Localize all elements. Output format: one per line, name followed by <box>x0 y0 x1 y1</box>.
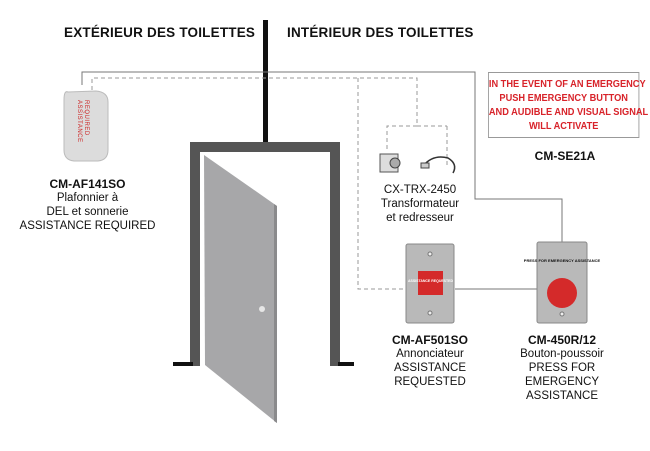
transformer-desc: Transformateur <box>380 198 460 210</box>
annunciator-face-text: ASSISTANCE REQUESTED <box>408 279 454 283</box>
light-desc: ASSISTANCE REQUIRED <box>19 220 156 232</box>
annunciator-label: CM-AF501SO Annonciateur ASSISTANCE REQUE… <box>380 333 480 389</box>
sign-line: IN THE EVENT OF AN EMERGENCY <box>488 78 646 90</box>
transformer-label: CX-TRX-2450 Transformateur et redresseur <box>365 183 475 225</box>
wall-divider <box>263 20 268 142</box>
annunciator-device: ASSISTANCE REQUESTED <box>405 243 455 324</box>
interior-heading: INTÉRIEUR DES TOILETTES <box>287 25 474 40</box>
light-desc: DEL et sonnerie <box>46 206 129 218</box>
transformer-icon <box>379 153 456 174</box>
button-label: CM-450R/12 Bouton-poussoir PRESS FOR EME… <box>512 333 612 403</box>
button-desc: EMERGENCY <box>524 376 600 388</box>
door-knob <box>259 306 265 312</box>
annunciator-desc: Annonciateur <box>396 348 464 360</box>
button-desc: ASSISTANCE <box>526 390 598 402</box>
exterior-heading: EXTÉRIEUR DES TOILETTES <box>64 25 256 40</box>
wire-dashed-power <box>91 77 448 290</box>
door <box>204 155 277 423</box>
button-model: CM-450R/12 <box>527 333 597 347</box>
light-desc: Plafonnier à <box>56 192 119 204</box>
light-label: CM-AF141SO Plafonnier à DEL et sonnerie … <box>0 177 175 233</box>
door-frame <box>173 142 354 366</box>
annunciator-desc: REQUESTED <box>394 376 466 388</box>
light-model: CM-AF141SO <box>49 177 126 191</box>
transformer-desc: et redresseur <box>386 212 454 224</box>
button-desc: PRESS FOR <box>528 362 596 374</box>
sign-line: AND AUDIBLE AND VISUAL SIGNAL <box>488 106 649 118</box>
push-button-device: PRESS FOR EMERGENCY ASSISTANCE <box>524 241 601 324</box>
emergency-sign: IN THE EVENT OF AN EMERGENCY PUSH EMERGE… <box>488 72 649 138</box>
sign-line: PUSH EMERGENCY BUTTON <box>499 92 628 104</box>
transformer-model: CX-TRX-2450 <box>383 184 457 196</box>
ceiling-light-device: ASSISTANCE REQUIRED <box>63 90 109 162</box>
sign-model: CM-SE21A <box>534 149 596 163</box>
button-desc: Bouton-poussoir <box>520 348 604 360</box>
light-face-text: ASSISTANCE <box>76 100 82 143</box>
wire-solid-main <box>81 71 563 242</box>
annunciator-desc: ASSISTANCE <box>394 362 466 374</box>
button-face-text: PRESS FOR EMERGENCY ASSISTANCE <box>524 258 601 263</box>
sign-line: WILL ACTIVATE <box>528 120 599 132</box>
light-face-text-2: REQUIRED <box>83 100 89 136</box>
annunciator-model: CM-AF501SO <box>391 333 468 347</box>
